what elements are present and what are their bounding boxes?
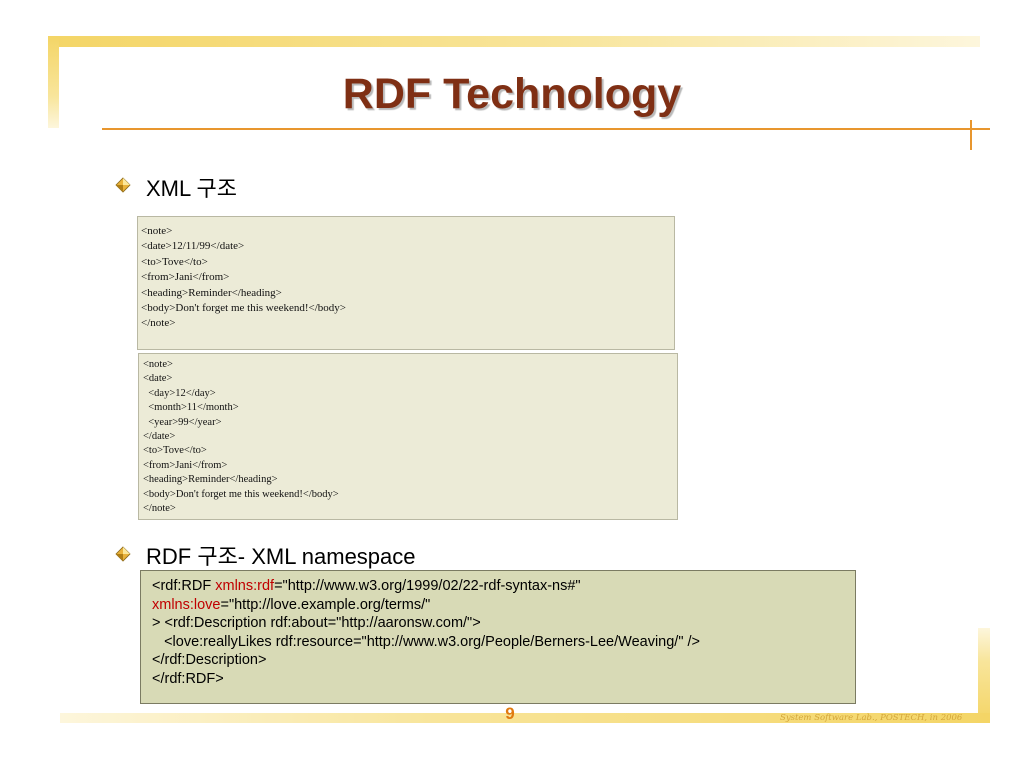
code-line: </note> <box>141 317 176 330</box>
diamond-bullet-icon <box>115 177 131 193</box>
xmlns-love-value: ="http://love.example.org/terms/" <box>220 596 431 613</box>
code-line: <heading>Reminder</heading> <box>143 474 278 486</box>
title-underline <box>102 128 990 130</box>
title-rule-tick <box>970 120 972 150</box>
code-line: <to>Tove</to> <box>143 445 207 457</box>
bullet-rdf-namespace: RDF 구조- XML namespace <box>146 544 416 569</box>
xml-nested-code-box: <note> <date> <day>12</day> <month>11</m… <box>138 353 678 520</box>
code-line: <date> <box>143 373 173 385</box>
code-line: <month>11</month> <box>143 402 239 414</box>
footer-credit: System Software Lab., POSTECH, in 2006 <box>780 713 963 723</box>
rdf-open-tag: <rdf:RDF <box>152 578 216 594</box>
page-number: 9 <box>505 704 515 723</box>
code-line: <day>12</day> <box>143 387 216 399</box>
code-line: <note> <box>141 225 173 237</box>
code-line: <body>Don't forget me this weekend!</bod… <box>141 302 347 315</box>
rdf-line-6: </rdf:RDF> <box>152 670 224 687</box>
code-line: <from>Jani</from> <box>141 271 230 284</box>
rdf-namespace-code-box: <rdf:RDF xmlns:rdf="http://www.w3.org/19… <box>140 570 856 704</box>
frame-top-bar <box>48 36 980 47</box>
code-line: <date>12/11/99</date> <box>141 240 245 253</box>
xml-flat-code-box: <note> <date>12/11/99</date> <to>Tove</t… <box>137 216 675 350</box>
xmlns-rdf-attr: xmlns:rdf <box>215 578 275 594</box>
code-line: <to>Tove</to> <box>141 255 208 268</box>
code-line: <heading>Reminder</heading> <box>141 286 282 299</box>
code-line: <note> <box>143 359 173 370</box>
bullet-xml-structure: XML 구조 <box>146 176 238 201</box>
rdf-line-3: > <rdf:Description rdf:about="http://aar… <box>152 615 481 632</box>
code-line: </date> <box>143 431 176 443</box>
rdf-line-5: </rdf:Description> <box>152 652 267 669</box>
frame-right-bar <box>978 628 990 722</box>
code-line: <from>Jani</from> <box>143 459 228 471</box>
rdf-line-4: <love:reallyLikes rdf:resource="http://w… <box>152 633 701 650</box>
frame-left-bar <box>48 36 59 128</box>
diamond-bullet-icon <box>115 546 131 562</box>
slide-title: RDF Technology <box>342 70 682 118</box>
rdf-line-2: xmlns:love="http://love.example.org/term… <box>152 596 855 615</box>
code-line: <year>99</year> <box>143 416 222 428</box>
xmlns-rdf-value: ="http://www.w3.org/1999/02/22-rdf-synta… <box>274 578 581 594</box>
code-line: <body>Don't forget me this weekend!</bod… <box>143 488 339 500</box>
code-line: </note> <box>143 503 176 515</box>
xmlns-love-attr: xmlns:love <box>152 596 221 613</box>
frame-bottom-bar <box>60 713 990 723</box>
rdf-line-1: <rdf:RDF xmlns:rdf="http://www.w3.org/19… <box>152 577 855 596</box>
